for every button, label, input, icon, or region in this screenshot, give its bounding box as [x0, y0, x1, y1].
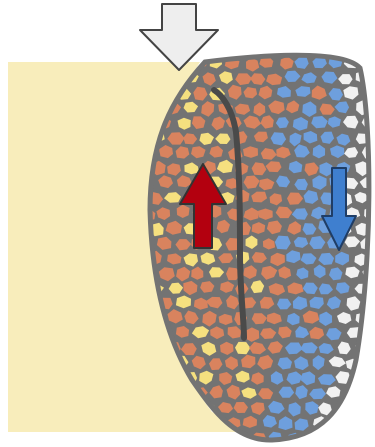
cell: [182, 431, 199, 445]
cell: [362, 326, 375, 340]
cell: [338, 43, 352, 54]
cell: [362, 417, 375, 428]
cell: [354, 373, 370, 385]
cell: [371, 132, 375, 143]
cell: [343, 418, 359, 428]
cell: [361, 54, 375, 69]
cell: [320, 41, 334, 53]
cell: [250, 41, 264, 53]
cell: [371, 431, 375, 443]
cell: [363, 355, 375, 367]
cell: [354, 40, 368, 54]
cell: [356, 430, 369, 445]
cell: [201, 430, 216, 444]
cell: [329, 417, 344, 430]
cell: [361, 388, 375, 400]
cell: [371, 253, 375, 265]
cell: [220, 42, 235, 55]
cell: [369, 282, 375, 295]
cell: [232, 42, 249, 56]
cell: [218, 431, 232, 443]
cell: [368, 312, 375, 325]
cell: [133, 42, 147, 54]
cell: [351, 401, 369, 412]
cell: [338, 430, 352, 444]
cell: [321, 430, 334, 442]
cell: [130, 431, 145, 443]
cell: [371, 70, 375, 85]
cell: [302, 41, 317, 52]
cell: [149, 431, 165, 446]
cell: [370, 43, 375, 56]
cell: [370, 400, 375, 413]
